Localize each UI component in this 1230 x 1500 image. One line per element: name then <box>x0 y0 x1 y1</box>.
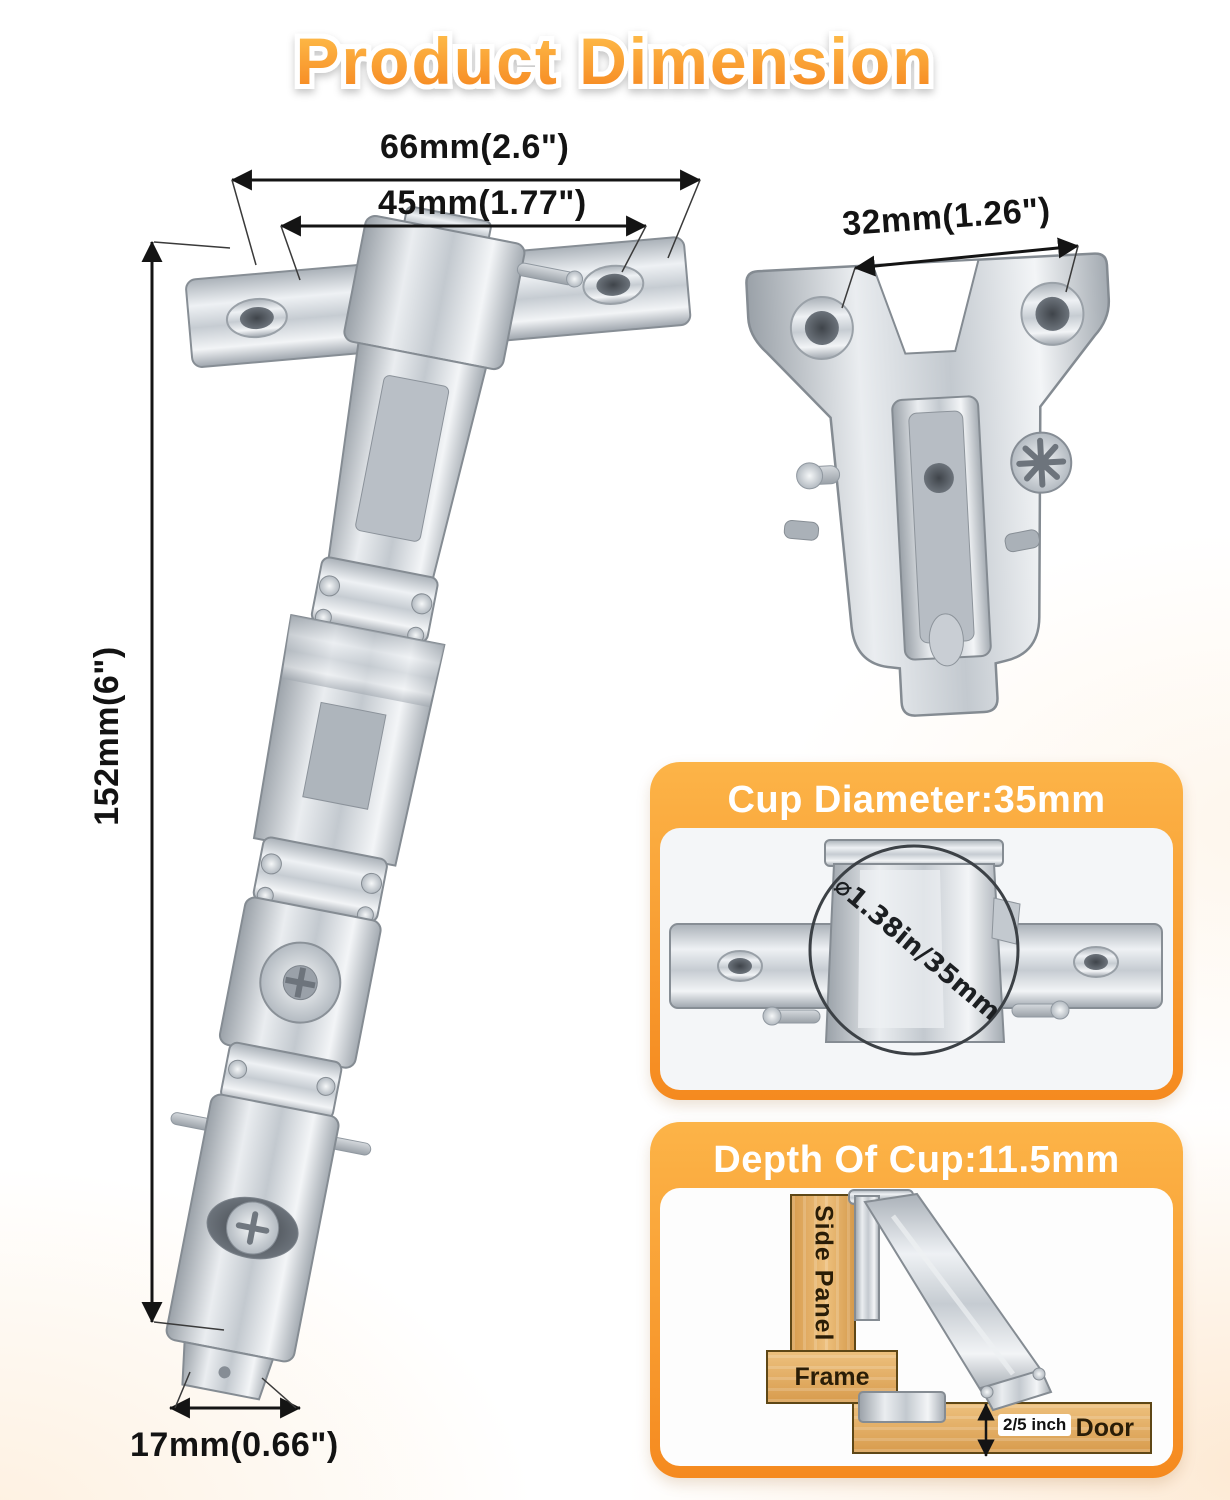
dim-bottom-width-label: 17mm(0.66") <box>130 1426 339 1464</box>
dim-inner-width-label: 45mm(1.77") <box>378 184 587 222</box>
depth-card-title: Depth Of Cup:11.5mm <box>713 1138 1120 1181</box>
hinge-cross-section <box>848 1189 1053 1423</box>
mounting-plate-back-view <box>745 252 1111 717</box>
door-thickness-label: 2/5 inch <box>998 1414 1072 1436</box>
frame-label: Frame <box>794 1362 870 1391</box>
door-thickness-arrow <box>977 1403 995 1457</box>
dim-height-label: 152mm(6") <box>88 646 126 826</box>
cup-diameter-circle <box>808 844 1020 1056</box>
hinge-arm <box>165 205 584 1401</box>
cup-card-title: Cup Diameter:35mm <box>727 778 1106 821</box>
dimension-lines <box>141 169 1080 1419</box>
cup-depth-card: Depth Of Cup:11.5mm Side Panel Frame Doo… <box>650 1122 1183 1478</box>
side-panel-label: Side Panel <box>809 1204 838 1342</box>
page-title: Product Dimension <box>295 24 934 98</box>
dimension-extension-lines <box>153 179 1079 1409</box>
title-banner: Product Dimension <box>290 19 937 103</box>
door-label: Door <box>1075 1413 1134 1442</box>
cup-figure <box>669 839 1163 1056</box>
side-panel-board: Side Panel <box>790 1194 856 1352</box>
cup-card-body: ⌀1.38in/35mm <box>660 828 1173 1090</box>
depth-card-body: Side Panel Frame Door 2/5 inch <box>660 1188 1173 1466</box>
cup-diameter-card: Cup Diameter:35mm ⌀1.38in/35mm <box>650 762 1183 1100</box>
dim-top-width-label: 66mm(2.6") <box>380 128 570 166</box>
